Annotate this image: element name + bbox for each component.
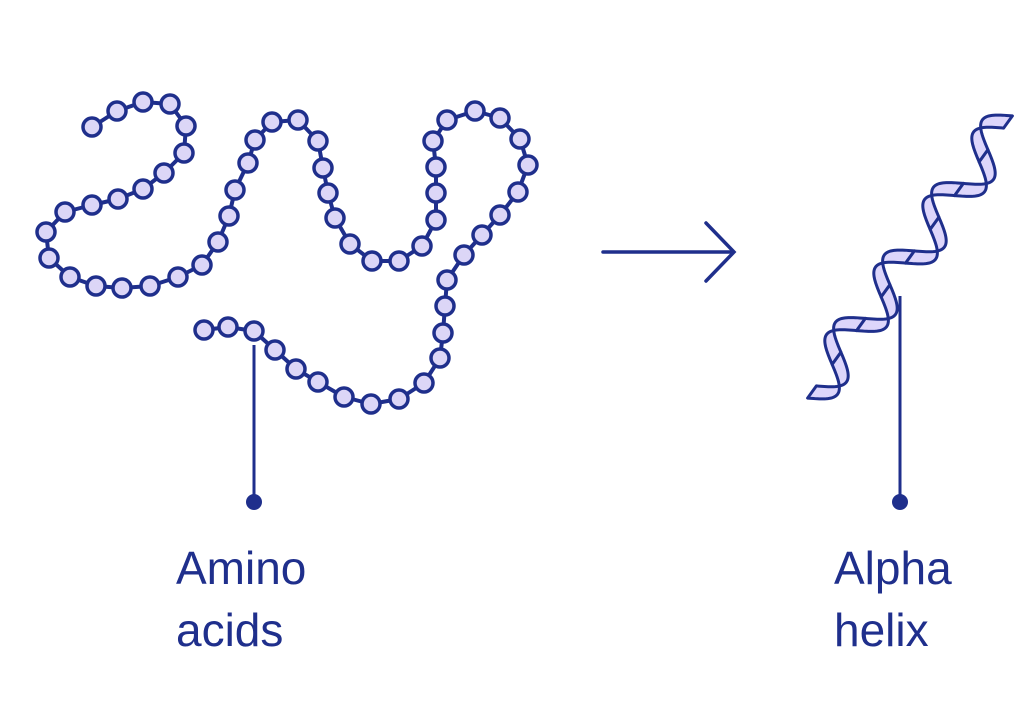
amino-acid-bead [436,109,458,131]
amino-acid-bead [173,142,195,164]
arrow-right-icon [601,221,737,283]
alpha-helix-label-line1: Alpha [834,542,952,594]
amino-acid-bead [388,250,410,272]
amino-acid-bead [38,247,60,269]
amino-acid-bead [307,371,329,393]
amino-acid-bead [464,100,486,122]
amino-acid-bead [243,320,265,342]
amino-acid-bead [35,221,57,243]
amino-acid-bead [111,277,133,299]
helix-ribbon-segment [970,113,1014,164]
amino-acid-bead [175,115,197,137]
helix-ribbon-segment [904,215,948,266]
amino-acids-label: Amino acids [176,537,306,661]
amino-acid-bead [264,339,286,361]
amino-acid-bead [432,322,454,344]
amino-acids-leader-dot [246,494,262,510]
alpha-helix-label-line2: helix [834,604,929,656]
amino-acid-bead [132,178,154,200]
amino-acid-bead [224,179,246,201]
amino-acid-bead [193,319,215,341]
amino-acid-bead [261,111,283,133]
amino-acid-bead [81,194,103,216]
helix-ribbon-segment [953,148,997,198]
amino-acid-bead [422,130,444,152]
amino-acid-bead [388,388,410,410]
amino-acid-bead [489,107,511,129]
amino-acid-bead [413,372,435,394]
amino-acid-bead [429,347,451,369]
amino-acid-bead [312,157,334,179]
amino-acid-bead [307,130,329,152]
amino-acid-bead [159,93,181,115]
amino-acid-bead [425,182,447,204]
amino-acid-bead [191,254,213,276]
amino-acid-bead [425,156,447,178]
amino-acid-bead [153,162,175,184]
amino-acid-bead [59,266,81,288]
amino-acid-bead [244,129,266,151]
amino-acid-bead [360,393,382,415]
amino-acid-bead [425,209,447,231]
amino-acid-bead [285,358,307,380]
amino-acid-bead [287,109,309,131]
amino-acid-bead [218,205,240,227]
amino-acid-bead [434,295,456,317]
amino-acid-bead [517,154,539,176]
amino-acid-bead [489,204,511,226]
amino-acid-bead [453,244,475,266]
amino-acid-bead [107,188,129,210]
amino-acid-bead [317,182,339,204]
amino-acid-bead [167,266,189,288]
amino-acid-bead [411,235,433,257]
amino-acid-bead [237,152,259,174]
amino-acid-bead [139,275,161,297]
amino-acids-label-line1: Amino [176,542,307,594]
helix-ribbon-segment [855,283,899,333]
amino-acid-bead [207,231,229,253]
amino-acid-bead [106,100,128,122]
amino-acid-bead [54,201,76,223]
amino-acid-bead [509,128,531,150]
alpha-helix-label: Alpha helix [834,537,952,661]
amino-acid-bead [81,116,103,138]
amino-acid-bead [361,250,383,272]
alpha-helix-leader-dot [892,494,908,510]
amino-acid-bead [339,233,361,255]
helix-ribbon-segment [806,350,850,401]
amino-acid-beads [35,91,539,415]
amino-acids-label-line2: acids [176,604,284,656]
alpha-helix-ribbon [806,113,1014,401]
amino-acid-bead [471,224,493,246]
amino-acid-bead [85,275,107,297]
amino-acid-bead [324,207,346,229]
amino-acid-bead [333,386,355,408]
amino-acid-bead [507,181,529,203]
amino-acid-bead [132,91,154,113]
amino-acid-bead [217,316,239,338]
amino-acid-bead [436,269,458,291]
